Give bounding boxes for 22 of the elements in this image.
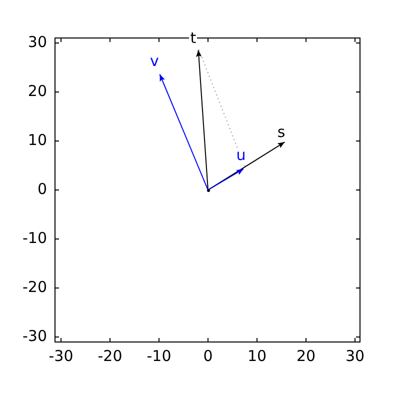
tick-label: -10 bbox=[22, 231, 47, 246]
dotted-line bbox=[198, 49, 245, 167]
tick-label: 0 bbox=[37, 182, 47, 197]
vector-arrow bbox=[196, 49, 208, 190]
vector-arrow bbox=[208, 168, 244, 190]
tick-label: 10 bbox=[246, 349, 268, 364]
origin-point bbox=[206, 188, 210, 192]
tick-label: -30 bbox=[22, 329, 47, 344]
tick-label: 30 bbox=[344, 349, 366, 364]
vector-label: u bbox=[235, 148, 247, 163]
tick-label: 0 bbox=[202, 349, 214, 364]
tick-label: -20 bbox=[22, 280, 47, 295]
vector-arrow bbox=[159, 74, 208, 190]
tick-label: 20 bbox=[28, 84, 47, 99]
tick-label: 20 bbox=[295, 349, 317, 364]
tick-label: -20 bbox=[96, 349, 124, 364]
tick-label: -10 bbox=[146, 349, 172, 364]
vector-arrow bbox=[208, 142, 286, 190]
tick-label: 10 bbox=[28, 133, 47, 148]
vector-label: t bbox=[189, 30, 198, 46]
tick-label: 30 bbox=[28, 35, 47, 50]
tick-label: -30 bbox=[48, 349, 74, 364]
